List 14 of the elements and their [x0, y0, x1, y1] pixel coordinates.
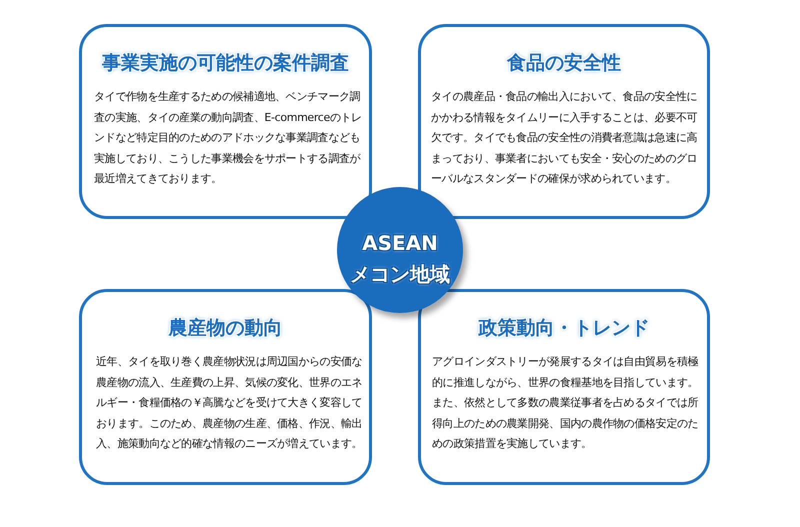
topic-card: [79, 289, 372, 485]
card-title: 政策動向・トレンド: [478, 316, 650, 340]
card-body-text: 近年、タイを取り巻く農産物状況は周辺国からの安価な農産物の流入、生産費の上昇、気候の変化、世界のエネルギー・食糧価格の￥高騰などを受けて大きく変容しております。このため、農産物の生産、価格、作況、輸出入、施策動向など的確な情報のニーズが増えています。: [96, 354, 364, 452]
card-title: 農産物の動向: [168, 316, 282, 340]
circle-label: ASEAN: [362, 230, 438, 257]
topic-card: [418, 24, 710, 219]
card-body-text: タイで作物を生産するための候補適地、ベンチマーク調査の実施、タイの産業の動向調査、E-commerceのトレンドなど特定目的のためのアドホックな事業調査なども実施しており、こうした事業機会をサポートする調査が最近増えてきております。: [94, 89, 363, 188]
circle-label: メコン地域: [350, 261, 450, 288]
card-title: 食品の安全性: [507, 51, 621, 75]
topic-card: [79, 24, 372, 219]
topic-card: [418, 289, 710, 485]
card-body-text: タイの農産品・食品の輸出入において、食品の安全性にかかわる情報をタイムリーに入手することは、必要不可欠です。タイでも食品の安全性の消費者意識は急速に高まっており、事業者においても安全・安心のためのグローバルなスタンダードの確保が求められています。: [431, 89, 698, 188]
card-body-text: アグロインダストリーが発展するタイは自由貿易を積極的に推進しながら、世界の食糧基地を目指しています。また、依然として多数の農業従事者を占めるタイでは所得向上のための農業開発、国内の農作物の価格安定のための政策措置を実施しています。: [432, 354, 700, 452]
card-title: 事業実施の可能性の案件調査: [102, 51, 349, 75]
